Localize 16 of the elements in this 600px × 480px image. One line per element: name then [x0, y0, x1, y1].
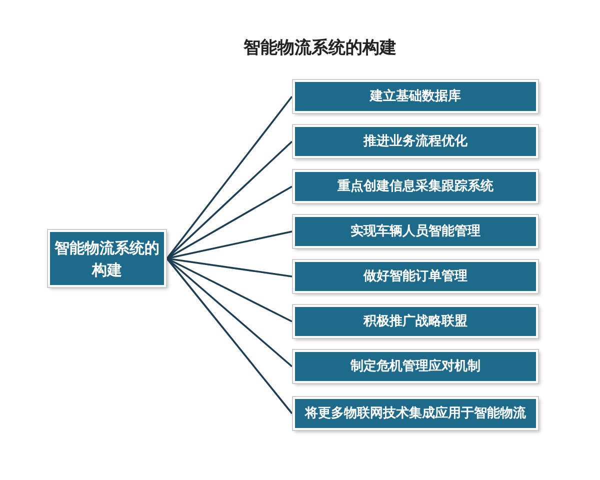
diagram-title: 智能物流系统的构建 — [242, 37, 398, 60]
topic-box: 推进业务流程优化 — [293, 125, 538, 158]
topic-box: 重点创建信息采集跟踪系统 — [293, 170, 538, 203]
connector-line — [166, 140, 293, 260]
topic-box: 将更多物联网技术集成应用于智能物流 — [293, 397, 538, 430]
topic-box: 建立基础数据库 — [293, 80, 538, 113]
topic-box: 做好智能订单管理 — [293, 260, 538, 293]
connector-line — [166, 258, 292, 322]
connector-line — [166, 258, 293, 414]
connector-line — [166, 258, 292, 278]
topic-box: 积极推广战略联盟 — [293, 305, 538, 338]
connector-line — [166, 230, 292, 260]
topic-box: 实现车辆人员智能管理 — [293, 215, 538, 248]
connector-line — [166, 96, 293, 260]
topic-box: 制定危机管理应对机制 — [293, 350, 538, 383]
topic-box: 智能物流系统的构建 — [48, 230, 166, 287]
